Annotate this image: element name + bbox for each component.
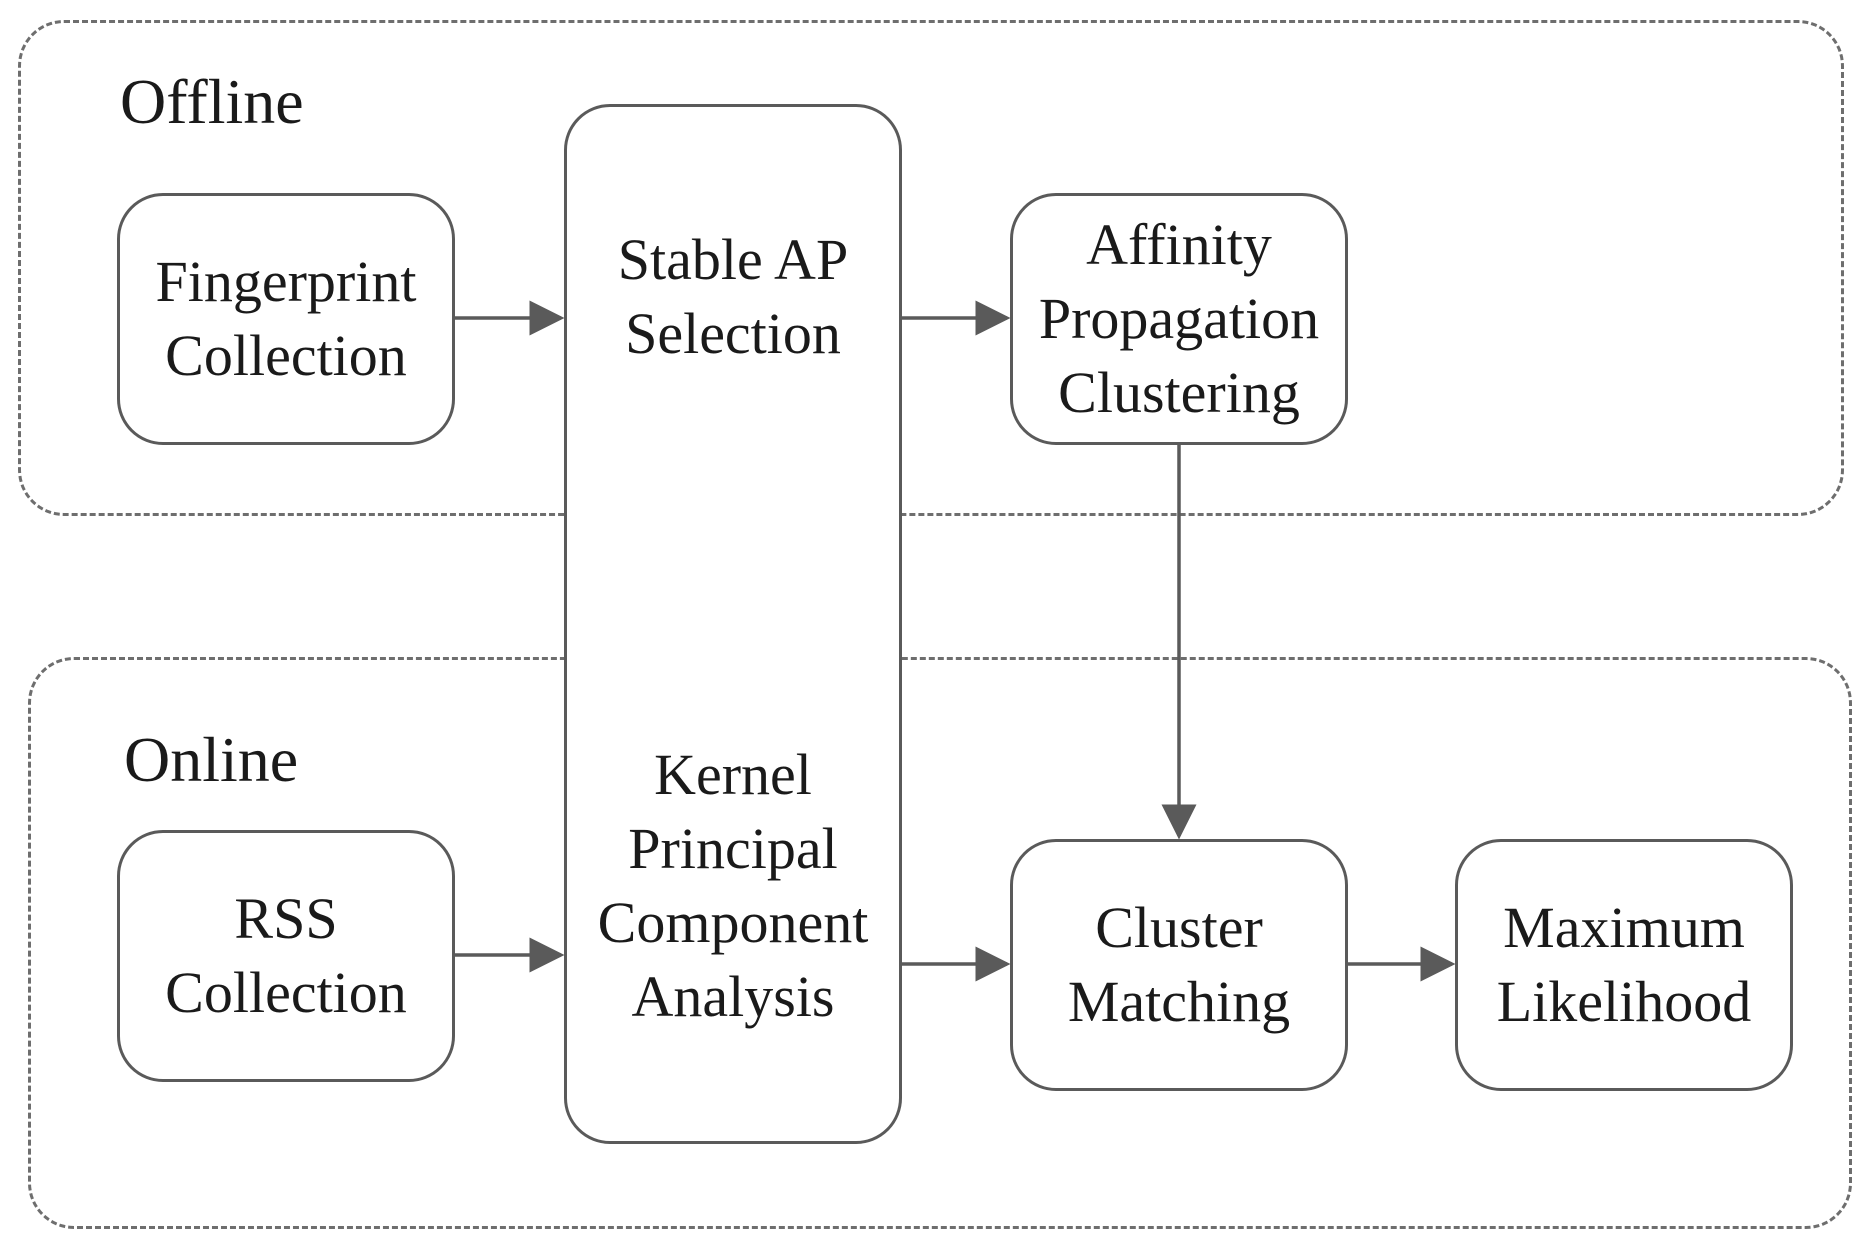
node-label-line: Stable AP: [617, 227, 849, 292]
node-label-line: Collection: [165, 960, 407, 1025]
online-region: [28, 657, 1852, 1229]
stable-ap-kpca-node: Stable AP Selection Kernel Principal Com…: [564, 104, 902, 1144]
kpca-label: Kernel Principal Component Analysis: [567, 738, 899, 1034]
offline-region: [18, 20, 1844, 516]
node-label-line: Maximum: [1503, 895, 1745, 960]
affinity-propagation-clustering-node: Affinity Propagation Clustering: [1010, 193, 1348, 445]
node-label-line: Matching: [1067, 969, 1291, 1034]
cluster-matching-node: Cluster Matching: [1010, 839, 1348, 1091]
node-label-line: Kernel: [654, 742, 812, 807]
node-label-line: Likelihood: [1496, 969, 1752, 1034]
node-label-line: Affinity: [1086, 212, 1272, 277]
node-label-line: Analysis: [631, 964, 835, 1029]
rss-collection-node: RSS Collection: [117, 830, 455, 1082]
stable-ap-selection-label: Stable AP Selection: [567, 223, 899, 371]
offline-label: Offline: [120, 66, 304, 137]
node-label-line: RSS: [234, 886, 338, 951]
node-label-line: Principal: [628, 816, 838, 881]
node-label-line: Clustering: [1058, 360, 1300, 425]
node-label-line: Collection: [165, 323, 407, 388]
node-label-line: Fingerprint: [155, 249, 417, 314]
node-label-line: Component: [597, 890, 869, 955]
node-label-line: Propagation: [1038, 286, 1320, 351]
online-label: Online: [124, 724, 299, 795]
node-label-line: Selection: [625, 301, 841, 366]
maximum-likelihood-node: Maximum Likelihood: [1455, 839, 1793, 1091]
node-label-line: Cluster: [1095, 895, 1263, 960]
fingerprint-collection-node: Fingerprint Collection: [117, 193, 455, 445]
